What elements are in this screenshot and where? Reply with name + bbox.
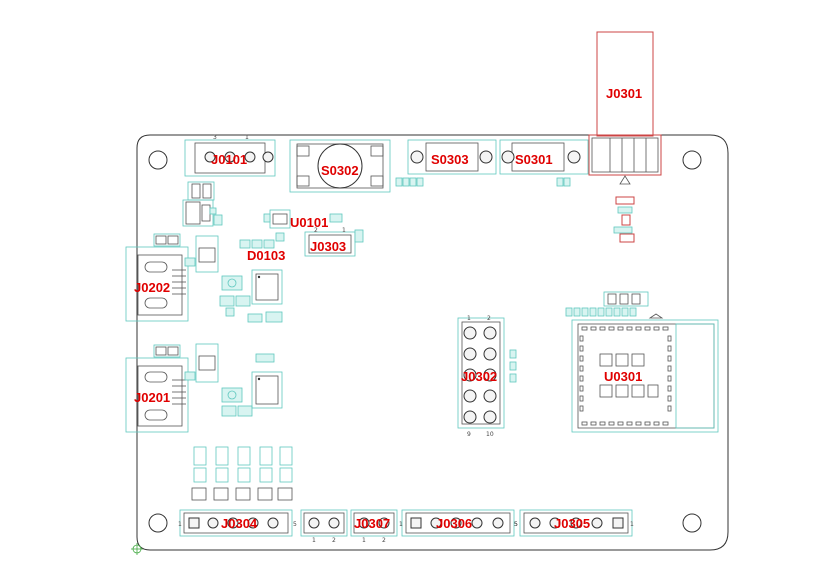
designator-u0101: U0101 [290, 215, 328, 230]
component-j0202[interactable]: J0202 [125, 246, 189, 322]
pin-label: 5 [514, 521, 518, 528]
pin-label: 1 [342, 227, 346, 234]
component-j0101[interactable]: 3 1 J0101 [184, 134, 276, 177]
component-s0302[interactable]: S0302 [289, 139, 391, 193]
pin-label: 5 [514, 521, 518, 528]
module-pad-column-right [667, 335, 672, 412]
designator-s0303: S0303 [431, 152, 469, 167]
origin-marker [131, 543, 143, 555]
designator-d0103: D0103 [247, 248, 285, 263]
designator-j0307: J0307 [354, 516, 390, 531]
components-upper-left-cluster [153, 233, 283, 323]
pin-label: 1 [312, 537, 316, 544]
component-j0306[interactable]: 1 5 J0306 [399, 509, 518, 537]
pin-label: 1 [362, 537, 366, 544]
module-center-pads [599, 353, 659, 398]
pin-label: 1 [245, 134, 249, 141]
component-s0303[interactable]: S0303 [407, 139, 497, 175]
module-pad-column-left [579, 335, 584, 412]
components-lower-left-cluster [153, 343, 275, 417]
component-j0307[interactable]: 1 2 J0307 [350, 509, 398, 544]
designator-j0306: J0306 [436, 516, 472, 531]
designator-j0201: J0201 [134, 390, 170, 405]
pin-label: 10 [486, 431, 494, 438]
designator-s0302: S0302 [321, 163, 359, 178]
components-above-module [565, 291, 649, 317]
pin-label: 1 [178, 521, 182, 528]
designator-u0301: U0301 [604, 369, 642, 384]
pin-label: 5 [293, 521, 297, 528]
module-pad-row-bottom [581, 421, 669, 426]
designator-j0202: J0202 [134, 280, 170, 295]
component-d0103[interactable]: D0103 [239, 232, 285, 263]
component-s0301[interactable]: S0301 [499, 139, 589, 175]
designator-j0304: J0304 [221, 516, 258, 531]
power-components-top-left [182, 181, 223, 227]
designator-j0305: J0305 [554, 516, 590, 531]
pin-label: 1 [399, 521, 403, 528]
pin-label: 2 [382, 537, 386, 544]
board-outline [136, 134, 729, 551]
mounting-hole-bottom-left [148, 513, 168, 533]
component-j0302[interactable]: 1 2 9 10 J0302 [457, 315, 517, 438]
designator-j0303: J0303 [310, 239, 346, 254]
pin-label: 9 [467, 431, 471, 438]
component-j0201[interactable]: J0201 [125, 357, 189, 433]
component-2pin-connector[interactable]: 1 2 [300, 509, 348, 544]
component-j0303[interactable]: 2 1 J0303 [304, 227, 364, 257]
led-indicator-row [191, 446, 293, 501]
mounting-hole-top-right [682, 150, 702, 170]
component-j0301[interactable]: J0301 [588, 31, 662, 185]
component-u0101[interactable]: U0101 [263, 209, 343, 230]
pin-label: 2 [314, 227, 318, 234]
mounting-hole-top-left [148, 150, 168, 170]
module-pad-row-top [581, 326, 669, 331]
pin-label: 1 [630, 521, 634, 528]
designator-j0101: J0101 [211, 152, 247, 167]
passive-cluster-top [395, 177, 571, 187]
component-j0304[interactable]: 1 5 J0304 [178, 509, 297, 537]
mounting-hole-bottom-right [682, 513, 702, 533]
mounting-holes [148, 150, 702, 533]
pin-label: 3 [213, 134, 217, 141]
ic-lower-left [251, 371, 283, 409]
passive-cluster-right [613, 196, 635, 243]
designator-s0301: S0301 [515, 152, 553, 167]
component-u0301[interactable]: U0301 [571, 313, 719, 433]
pin-label: 2 [487, 315, 491, 322]
designator-j0301: J0301 [606, 86, 642, 101]
pin-label: 1 [467, 315, 471, 322]
component-j0305[interactable]: 5 1 J0305 [514, 509, 634, 537]
ic-upper-left [251, 269, 283, 305]
designator-j0302: J0302 [461, 369, 497, 384]
pin-label: 2 [332, 537, 336, 544]
